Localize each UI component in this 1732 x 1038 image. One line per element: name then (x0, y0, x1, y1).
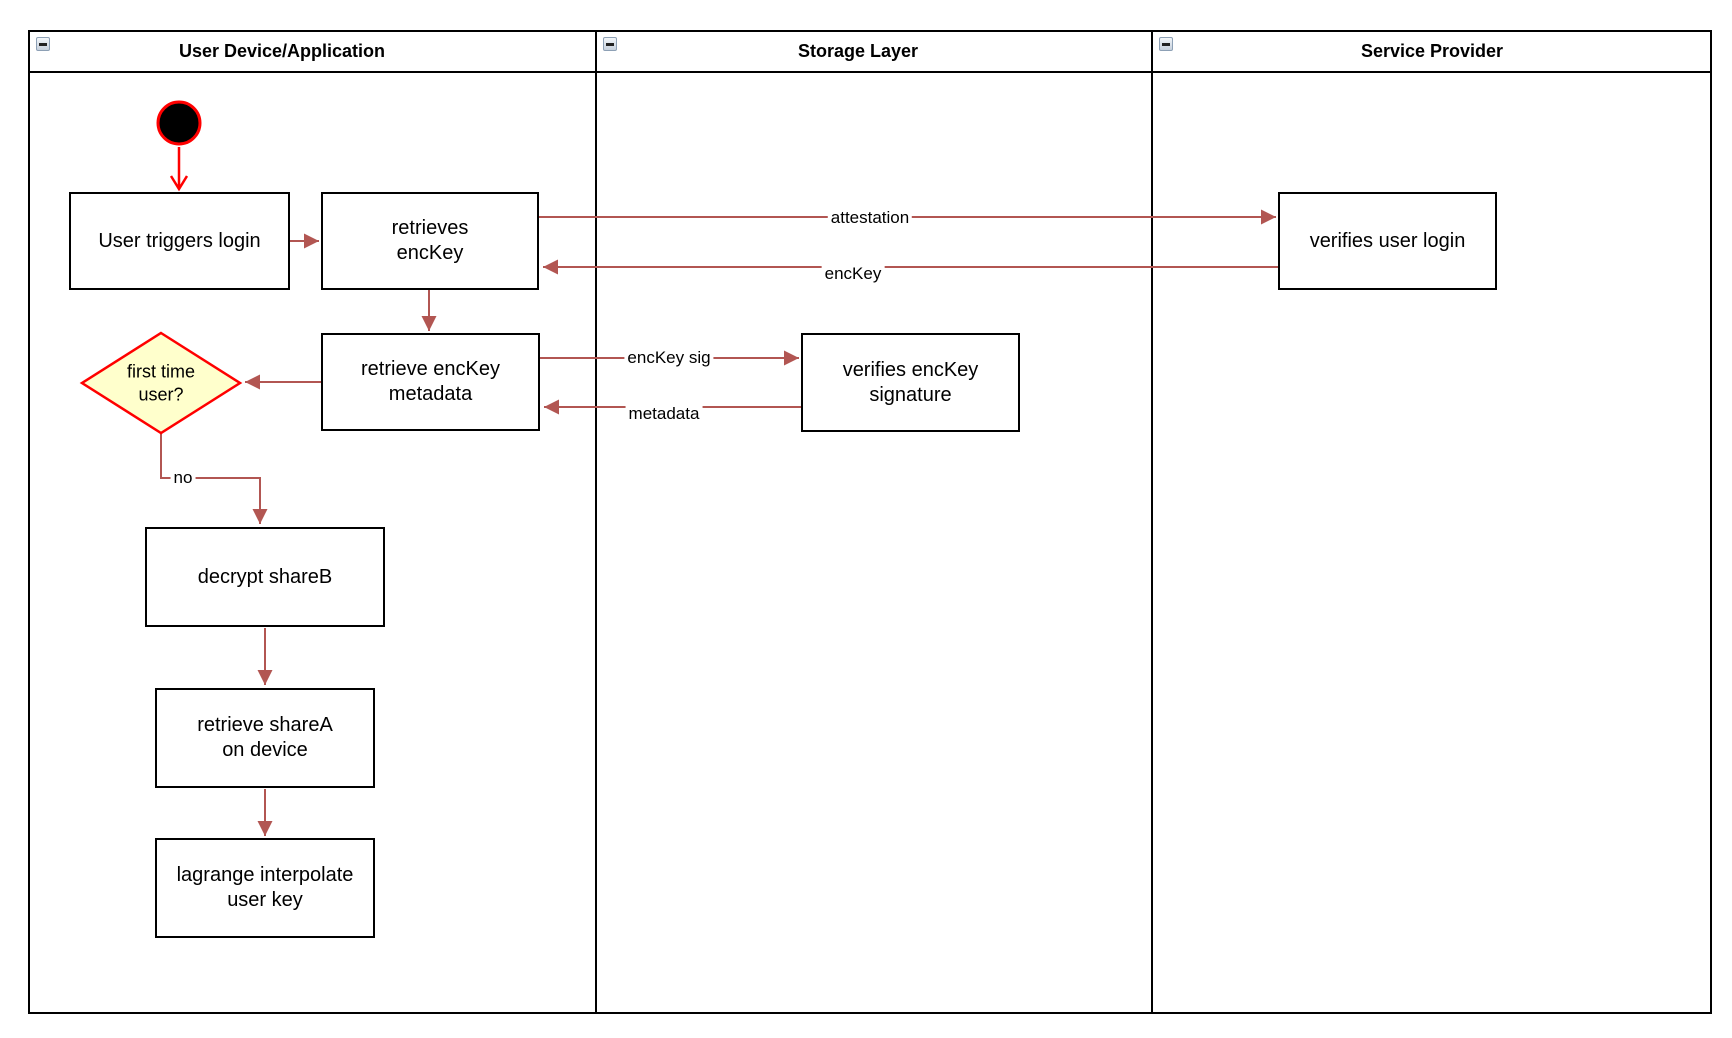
initial-node[interactable] (156, 100, 202, 146)
edge-start-to-login (169, 147, 189, 192)
activity-user-triggers-login[interactable]: User triggers login (69, 192, 290, 290)
decision-first-time-user[interactable] (79, 331, 243, 435)
decision-label: first time user? (126, 361, 195, 405)
collapse-lane-button[interactable] (603, 37, 617, 51)
activity-label: retrieve encKey metadata (361, 358, 500, 405)
edge-label-metadata: metadata (625, 404, 703, 424)
activity-lagrange-interpolate[interactable]: lagrange interpolate user key (155, 838, 375, 938)
activity-retrieves-enckey[interactable]: retrieves encKey (321, 192, 539, 290)
lane-divider (595, 30, 597, 1014)
lane-header-underline (28, 71, 1712, 73)
edge-label-attestation: attestation (827, 208, 913, 228)
activity-label: verifies encKey signature (842, 358, 979, 406)
minus-icon (39, 42, 47, 46)
collapse-lane-button[interactable] (1159, 37, 1173, 51)
activity-label: lagrange interpolate user key (176, 864, 354, 911)
minus-icon (1162, 42, 1170, 46)
edge-label-enckey-sig: encKey sig (624, 348, 714, 368)
activity-verifies-enckey-signature[interactable]: verifies encKey signature (801, 333, 1020, 432)
collapse-lane-button[interactable] (36, 37, 50, 51)
lane-title-service-provider: Service Provider (1360, 41, 1504, 61)
activity-verifies-user-login[interactable]: verifies user login (1278, 192, 1497, 290)
minus-icon (606, 42, 614, 46)
activity-label: retrieves encKey (391, 217, 469, 264)
edge-label-enckey: encKey (821, 264, 885, 284)
lane-title-user-device: User Device/Application (178, 41, 386, 61)
edge-label-no: no (170, 468, 196, 488)
activity-label: decrypt shareB (197, 565, 333, 588)
activity-decrypt-shareb[interactable]: decrypt shareB (145, 527, 385, 627)
activity-label: retrieve shareA on device (197, 714, 333, 761)
activity-label: verifies user login (1309, 229, 1466, 252)
activity-label: User triggers login (98, 229, 261, 252)
lane-title-storage-layer: Storage Layer (797, 41, 919, 61)
swimlane-pool-frame (28, 30, 1712, 1014)
lane-divider (1151, 30, 1153, 1014)
activity-retrieve-sharea[interactable]: retrieve shareA on device (155, 688, 375, 788)
edge-decision-no (160, 433, 268, 524)
activity-retrieve-enckey-metadata[interactable]: retrieve encKey metadata (321, 333, 540, 431)
